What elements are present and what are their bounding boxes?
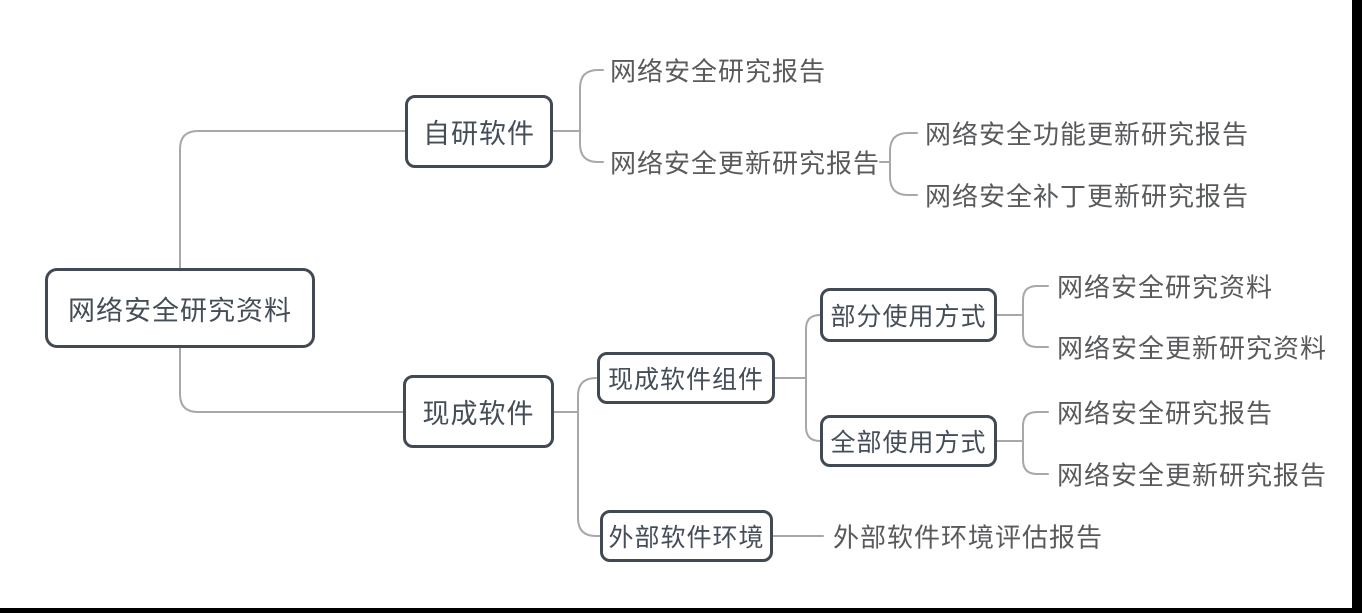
node-external-software-environment[interactable]: 外部软件环境 xyxy=(600,510,773,562)
connector-path xyxy=(179,69,1049,537)
leaf-security-update-research-materials[interactable]: 网络安全更新研究资料 xyxy=(1057,334,1328,365)
node-full-usage-mode[interactable]: 全部使用方式 xyxy=(820,415,997,467)
leaf-function-update-research-report[interactable]: 网络安全功能更新研究报告 xyxy=(925,120,1250,151)
node-self-developed-software[interactable]: 自研软件 xyxy=(405,95,553,168)
node-security-update-research-report[interactable]: 网络安全更新研究报告 xyxy=(610,149,881,180)
leaf-security-research-report-full[interactable]: 网络安全研究报告 xyxy=(1057,399,1274,430)
leaf-patch-update-research-report[interactable]: 网络安全补丁更新研究报告 xyxy=(925,182,1250,213)
leaf-security-research-report[interactable]: 网络安全研究报告 xyxy=(610,57,827,88)
letterbox-bottom-bar xyxy=(0,608,1362,613)
leaf-security-research-materials[interactable]: 网络安全研究资料 xyxy=(1057,273,1274,304)
node-offtheshelf-software-components[interactable]: 现成软件组件 xyxy=(597,352,775,404)
leaf-security-update-research-report-full[interactable]: 网络安全更新研究报告 xyxy=(1057,461,1328,492)
node-partial-usage-mode[interactable]: 部分使用方式 xyxy=(820,288,997,342)
node-root-security-research-materials[interactable]: 网络安全研究资料 xyxy=(45,268,315,348)
letterbox-right-bar xyxy=(1352,0,1362,613)
node-offtheshelf-software[interactable]: 现成软件 xyxy=(403,375,554,448)
leaf-external-environment-assessment-report[interactable]: 外部软件环境评估报告 xyxy=(833,523,1104,554)
